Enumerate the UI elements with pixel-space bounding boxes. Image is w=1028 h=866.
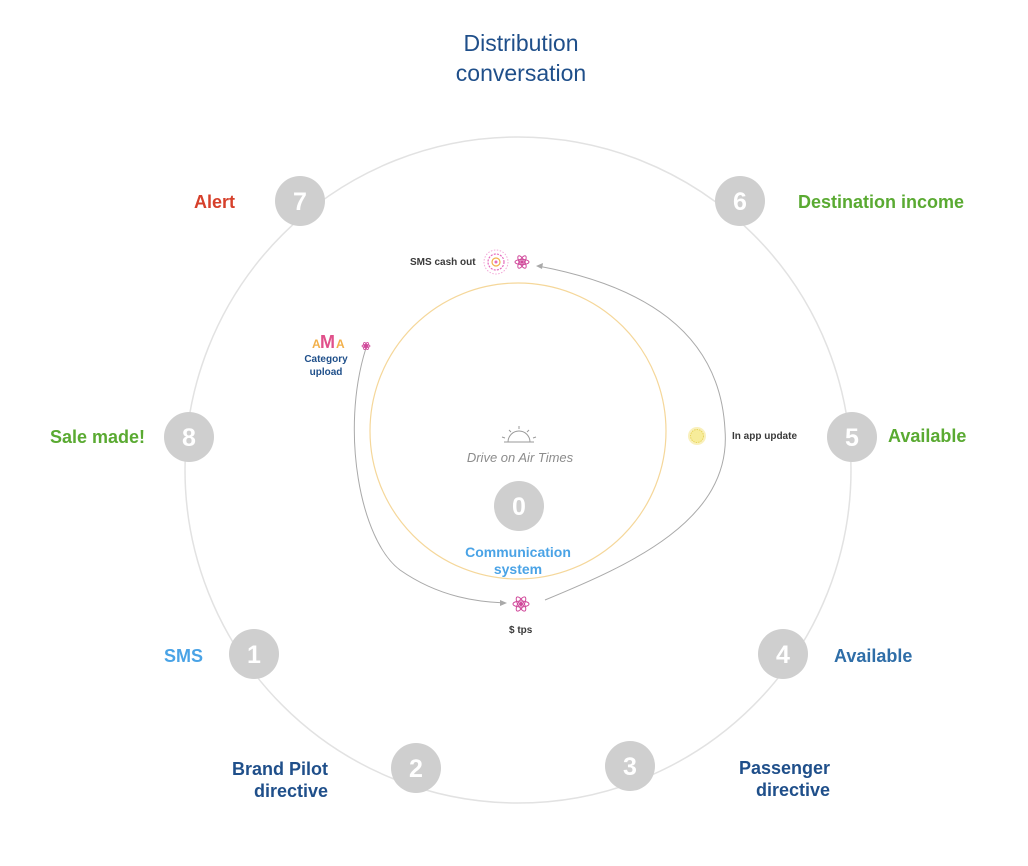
node-4: 4 bbox=[758, 629, 808, 679]
node-3-circle bbox=[605, 741, 655, 791]
node-8-label: Sale made! bbox=[50, 427, 146, 447]
node-8-circle bbox=[164, 412, 214, 462]
title-line-2: conversation bbox=[455, 60, 587, 86]
center-label-line-1: Communication bbox=[465, 544, 571, 560]
annotation-category-upload-line-1: Category bbox=[304, 354, 348, 365]
flow-line-sms-cash-out bbox=[537, 265, 726, 601]
annotation-sms-cash-out: SMS cash out bbox=[410, 257, 476, 268]
node-2: 2 bbox=[391, 743, 441, 793]
node-2-label: Brand Pilot directive bbox=[210, 758, 328, 802]
node-2-label-line-1: Brand Pilot bbox=[231, 759, 328, 779]
sun-icon bbox=[688, 427, 706, 445]
node-1-number: 1 bbox=[247, 641, 261, 669]
center-brand: Drive on Air Times bbox=[466, 450, 574, 465]
svg-text:A: A bbox=[336, 337, 345, 351]
node-3-label-line-1: Passenger bbox=[738, 758, 830, 778]
node-7: 7 bbox=[275, 176, 325, 226]
node-2-number: 2 bbox=[409, 755, 423, 783]
outer-ring bbox=[184, 136, 852, 804]
svg-text:A: A bbox=[312, 337, 321, 351]
node-6: 6 bbox=[715, 176, 765, 226]
annotation-category-upload-line-2: upload bbox=[309, 367, 343, 378]
flow-line-category-upload bbox=[353, 347, 506, 604]
annotation-category-upload: Category upload bbox=[296, 353, 356, 379]
node-5-label: Available bbox=[888, 426, 967, 446]
flow-arrowhead-sms-cash-out bbox=[536, 263, 543, 269]
node-3-number: 3 bbox=[623, 753, 637, 781]
annotation-tps: $ tps bbox=[509, 625, 533, 636]
inner-ring bbox=[369, 282, 667, 580]
center-label: Communication system bbox=[448, 544, 588, 578]
node-6-circle bbox=[715, 176, 765, 226]
node-4-number: 4 bbox=[776, 641, 790, 669]
node-8: 8 bbox=[164, 412, 214, 462]
node-5-number: 5 bbox=[845, 424, 859, 452]
svg-text:M: M bbox=[320, 332, 335, 352]
node-6-label: Destination income bbox=[798, 192, 965, 212]
node-0-circle bbox=[494, 481, 544, 531]
node-5: 5 bbox=[827, 412, 877, 462]
node-3-label: Passenger directive bbox=[720, 757, 830, 801]
annotation-in-app-update: In app update bbox=[732, 431, 797, 442]
node-7-number: 7 bbox=[293, 188, 307, 216]
node-3: 3 bbox=[605, 741, 655, 791]
node-1-circle bbox=[229, 629, 279, 679]
node-2-circle bbox=[391, 743, 441, 793]
node-6-number: 6 bbox=[733, 188, 747, 216]
node-4-label: Available bbox=[834, 646, 913, 666]
node-8-number: 8 bbox=[182, 424, 196, 452]
node-0-number: 0 bbox=[512, 493, 526, 521]
page-title: Distribution conversation bbox=[414, 28, 628, 88]
atom-icon-category-upload bbox=[361, 342, 371, 350]
flow-arrowhead-tps bbox=[500, 600, 507, 606]
atom-icon-tps bbox=[512, 596, 530, 612]
atom-icon-sms-cash-out bbox=[514, 255, 530, 269]
node-5-circle bbox=[827, 412, 877, 462]
node-4-circle bbox=[758, 629, 808, 679]
node-2-label-line-2: directive bbox=[253, 781, 328, 801]
ama-logo: A M A bbox=[312, 332, 345, 352]
node-3-label-line-2: directive bbox=[755, 780, 830, 800]
starburst-icon bbox=[483, 249, 509, 275]
node-7-circle bbox=[275, 176, 325, 226]
title-line-1: Distribution bbox=[463, 30, 579, 56]
node-7-label: Alert bbox=[194, 192, 236, 212]
center-label-line-2: system bbox=[493, 561, 543, 577]
nodes-layer: 0 1 2 3 4 5 6 7 8 bbox=[164, 176, 877, 793]
node-0: 0 bbox=[494, 481, 544, 531]
node-1-label: SMS bbox=[164, 646, 204, 666]
sunrise-icon bbox=[501, 426, 537, 443]
node-1: 1 bbox=[229, 629, 279, 679]
